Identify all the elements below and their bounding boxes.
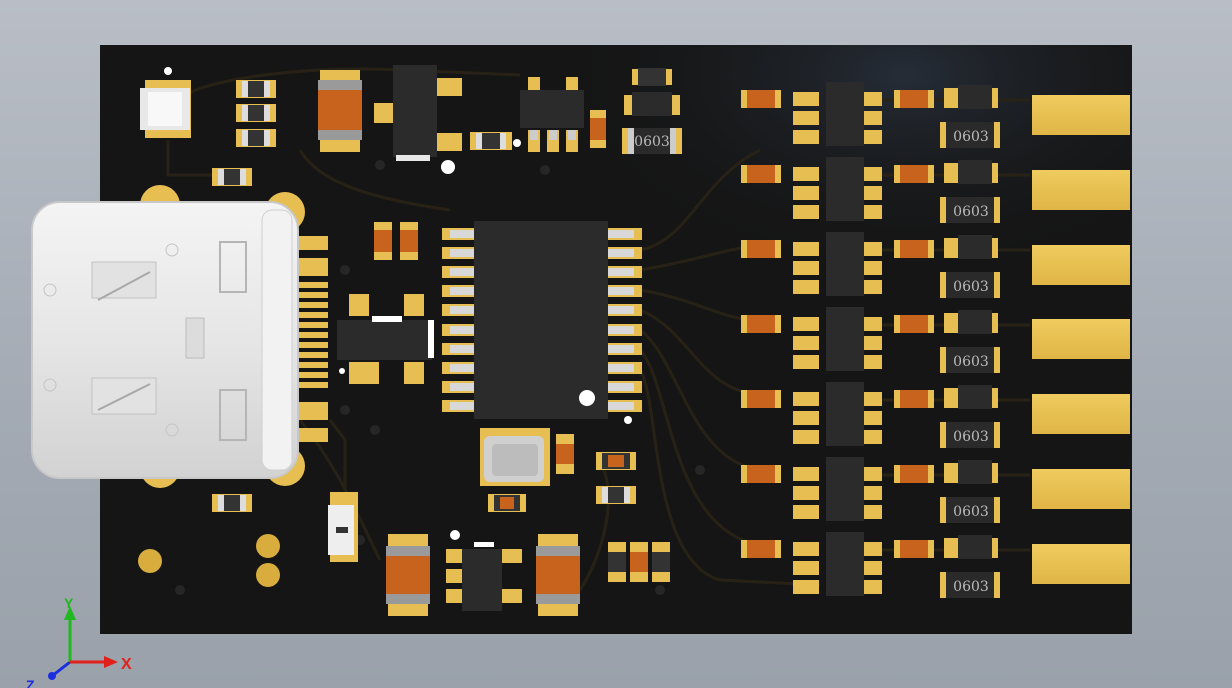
led-component	[140, 67, 191, 138]
diode-top	[624, 68, 680, 116]
channel-resistor-marking: 0603	[953, 129, 989, 145]
resistor-mid-top	[470, 132, 512, 150]
resistor-0603-top: 0603	[622, 128, 682, 154]
driver-channels: 0603 0603 0603	[741, 82, 1000, 598]
regulator-top	[374, 65, 462, 174]
axis-y-label: Y	[64, 595, 74, 611]
capacitor-pair	[374, 222, 418, 260]
mounting-pads	[138, 534, 280, 587]
resistor-near-crystal	[488, 494, 526, 512]
channel-resistor-marking: 0603	[953, 279, 989, 295]
channel-resistor-marking: 0603	[953, 579, 989, 595]
crystal-oscillator	[480, 428, 550, 486]
xyz-axes-icon[interactable]: Y X Z	[26, 595, 132, 688]
channel-resistor-marking: 0603	[953, 504, 989, 520]
capacitor-top-small	[590, 110, 606, 148]
switch-button	[328, 492, 358, 562]
channel-resistor-marking: 0603	[953, 429, 989, 445]
ic-sot-top	[520, 77, 584, 152]
usb-c-connector-icon	[31, 185, 328, 488]
capacitor-bottom-left	[386, 534, 430, 616]
resistor-marking: 0603	[634, 134, 670, 150]
capacitor-top-large	[318, 70, 362, 152]
regulator-mid	[337, 294, 434, 384]
capacitor-bottom-right	[536, 534, 580, 616]
capacitor-near-crystal	[556, 434, 574, 474]
channel-resistor-marking: 0603	[953, 354, 989, 370]
resistors-left	[212, 80, 276, 512]
resistors-mid-right	[596, 452, 636, 504]
main-ic-soic	[442, 221, 642, 424]
resistor-array-bottom	[608, 542, 670, 582]
axis-z-label: Z	[26, 677, 35, 688]
edge-connector-fingers	[1032, 95, 1130, 584]
axis-x-label: X	[121, 656, 132, 673]
regulator-bottom	[446, 530, 522, 611]
channel-resistor-marking: 0603	[953, 204, 989, 220]
